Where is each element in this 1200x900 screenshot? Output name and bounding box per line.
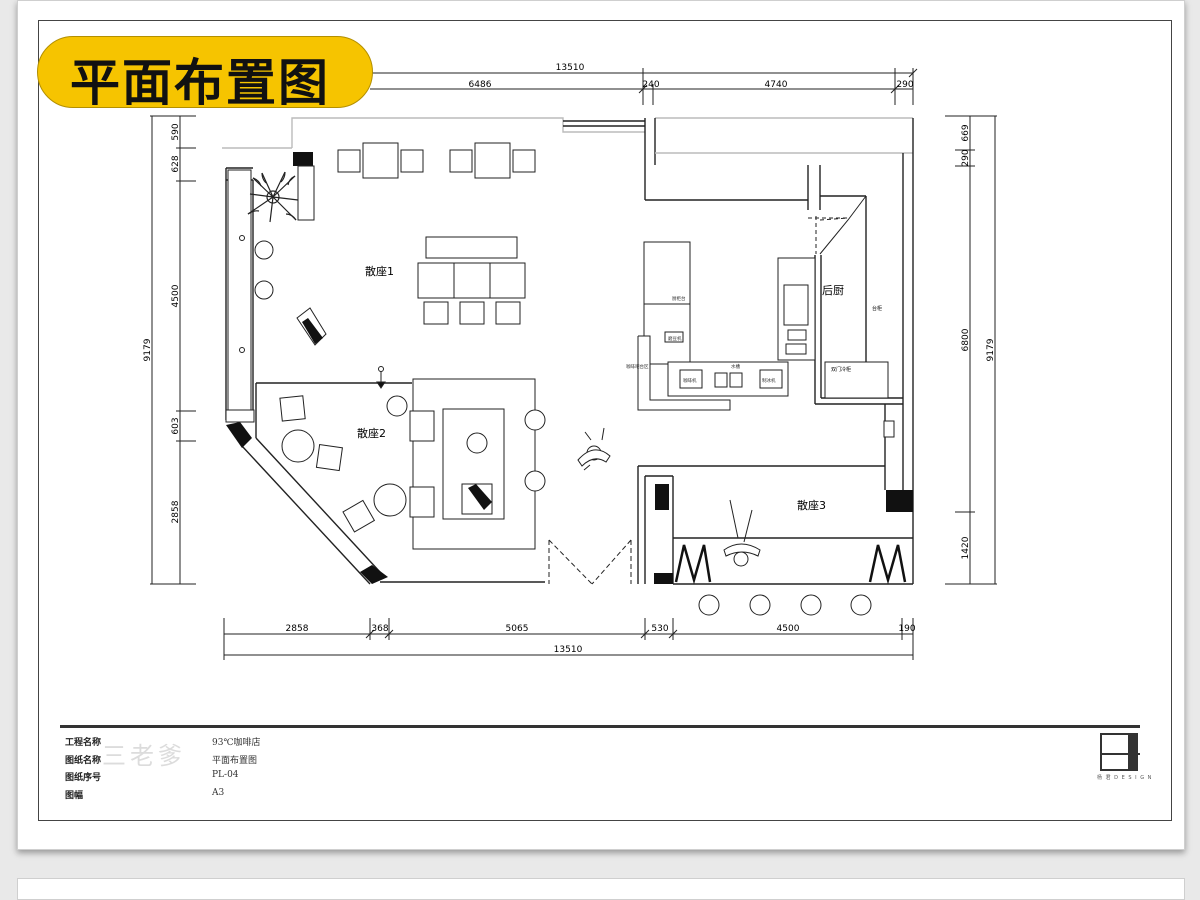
logo-bar [1100, 753, 1140, 755]
watermark-text: 三老爹 [102, 742, 186, 770]
top-dimension-lines [370, 68, 918, 105]
tb-label-drawing: 图纸名称 [65, 756, 102, 766]
dim-top-seg-1: 6486 [469, 80, 492, 90]
tb-value-size: A3 [212, 788, 225, 798]
label-cabinet: 厨柜台 [672, 295, 686, 302]
tb-value-project: 93℃咖啡店 [212, 738, 261, 748]
label-double-door: 双门冷柜 [831, 366, 851, 373]
dim-right-3: 6800 [961, 328, 971, 351]
bottom-dimension-lines [223, 618, 914, 660]
kitchen-door-swing [808, 216, 849, 254]
dim-top-total: 13510 [556, 63, 585, 73]
tb-label-project: 工程名称 [65, 738, 102, 748]
label-counter: 台柜 [872, 305, 882, 312]
bar-fixture-labels: 厨柜台 磨豆机 咖啡吧台区 咖啡机 水槽 制冰机 [626, 295, 776, 384]
room-label-seat2: 散座2 [357, 426, 386, 440]
dim-top-seg-4: 290 [896, 80, 913, 90]
label-coffee: 咖啡机 [683, 377, 697, 384]
title-badge: 平面布置图 [37, 36, 373, 112]
room-label-seat1: 散座1 [365, 264, 394, 278]
tb-value-drawing: 平面布置图 [212, 756, 258, 766]
structural-columns [226, 152, 913, 584]
dim-right-1: 669 [961, 124, 971, 141]
logo-caption: 杨 君 D E S I G N [1097, 775, 1153, 781]
page-title: 平面布置图 [70, 54, 330, 112]
person-figure-center [577, 427, 611, 471]
room-label-kitchen: 后厨 [822, 284, 844, 297]
seat1-long-table [417, 236, 526, 325]
seat2-furniture [279, 378, 546, 550]
back-kitchen-fixtures [824, 361, 895, 438]
dim-left-1: 590 [171, 123, 181, 140]
wall-bar-counter [225, 165, 315, 423]
dim-bottom-1: 2858 [286, 624, 309, 634]
dim-left-4: 603 [171, 417, 181, 434]
coffee-bar-counter [637, 241, 816, 411]
walls [222, 117, 914, 585]
dim-right-2: 290 [961, 149, 971, 166]
logo-stem [1128, 733, 1138, 771]
dim-bottom-total: 13510 [554, 645, 583, 655]
label-bar: 咖啡吧台区 [626, 363, 649, 370]
title-block-rule [60, 725, 1140, 728]
dim-bottom-6: 190 [898, 624, 915, 634]
person-figure-seat3 [723, 499, 761, 567]
label-sink: 水槽 [731, 363, 740, 370]
armchair-seat2 [461, 483, 493, 515]
dim-bottom-5: 4500 [777, 624, 800, 634]
seat3-zigzag-screens [674, 544, 907, 585]
dim-bottom-2: 368 [371, 624, 388, 634]
tb-value-number: PL-04 [212, 770, 239, 780]
dim-left-total: 9179 [143, 338, 153, 361]
top-table-sets [337, 142, 536, 179]
tb-label-size: 图幅 [65, 791, 84, 801]
plant-icon [247, 171, 299, 223]
dim-top-seg-3: 4740 [765, 80, 788, 90]
dim-left-2: 628 [171, 155, 181, 172]
dim-bottom-4: 530 [651, 624, 668, 634]
entry-double-door [548, 539, 632, 585]
dim-top-seg-2: 240 [642, 80, 659, 90]
outside-stools [698, 594, 872, 616]
dim-left-5: 2858 [171, 500, 181, 523]
left-dimension-lines [150, 115, 196, 585]
tb-label-number: 图纸序号 [65, 773, 102, 783]
pendant-marker [376, 366, 386, 389]
right-dimension-lines [945, 115, 997, 585]
dim-bottom-3: 5065 [506, 624, 529, 634]
label-ice: 制冰机 [762, 377, 776, 384]
kitchen-door [819, 195, 867, 255]
label-grinder: 磨豆机 [668, 335, 682, 342]
dim-right-4: 1420 [961, 536, 971, 559]
room-label-seat3: 散座3 [797, 498, 826, 512]
dim-left-3: 4500 [171, 284, 181, 307]
dim-right-total: 9179 [986, 338, 996, 361]
armchair-seat1 [296, 307, 327, 346]
